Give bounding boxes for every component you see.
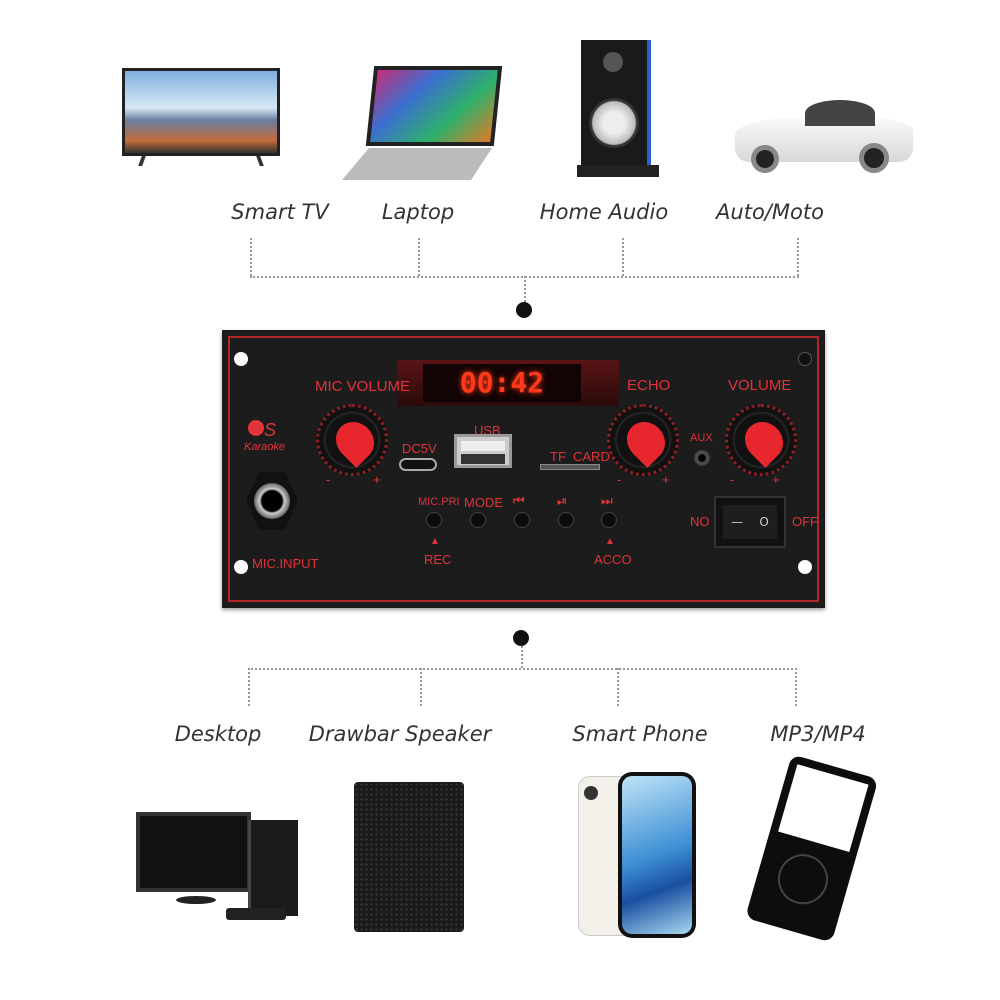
smartphone-icon xyxy=(578,772,696,938)
label-home-audio: Home Audio xyxy=(539,200,669,224)
mic-volume-label: MIC VOLUME xyxy=(315,378,411,395)
volume-label: VOLUME xyxy=(728,377,792,394)
label-smart-tv: Smart TV xyxy=(231,200,329,224)
display-time: 00:42 xyxy=(423,364,581,402)
switch-off-mark: O xyxy=(759,515,769,529)
connector-dot-bottom xyxy=(513,630,529,646)
label-mp3-mp4: MP3/MP4 xyxy=(770,722,866,746)
dc5v-label: DC5V xyxy=(402,441,437,456)
mic-pri-button[interactable] xyxy=(426,512,442,528)
next-button[interactable] xyxy=(601,512,617,528)
volume-knob[interactable] xyxy=(725,404,797,476)
connector-dot-top xyxy=(516,302,532,318)
mic-input-label: MIC.INPUT xyxy=(252,556,319,571)
play-pause-icon: ⏯ xyxy=(557,493,568,508)
drawbar-speaker-icon xyxy=(354,782,464,932)
echo-knob[interactable] xyxy=(607,404,679,476)
card-label: CARD xyxy=(573,449,610,464)
label-smart-phone: Smart Phone xyxy=(572,722,708,746)
label-desktop: Desktop xyxy=(174,722,262,746)
karaoke-module-panel: 00:42 MIC VOLUME ECHO VOLUME - + - + - +… xyxy=(222,330,825,608)
label-drawbar-speaker: Drawbar Speaker xyxy=(308,722,492,746)
on-label: NO xyxy=(690,514,710,529)
laptop-icon xyxy=(342,66,503,181)
mic-plus: + xyxy=(373,472,381,487)
mode-button[interactable] xyxy=(470,512,486,528)
power-switch[interactable]: —O xyxy=(714,496,786,548)
volume-minus: - xyxy=(730,472,735,487)
rec-arrow-icon: ▲ xyxy=(430,536,440,547)
karaoke-logo-text: Karaoke xyxy=(244,441,285,453)
usb-c-port[interactable] xyxy=(399,458,437,471)
prev-icon: ⏮ xyxy=(513,493,525,508)
mic-volume-knob[interactable] xyxy=(316,404,388,476)
mic-pri-label: MIC.PRI xyxy=(418,496,460,508)
aux-jack[interactable] xyxy=(694,450,710,466)
acco-label: ACCO xyxy=(594,552,632,567)
off-label: OFF xyxy=(792,514,818,529)
aux-label: AUX xyxy=(690,432,713,444)
label-auto-moto: Auto/Moto xyxy=(716,200,824,224)
desktop-icon xyxy=(136,812,302,920)
mic-minus: - xyxy=(326,472,331,487)
label-laptop: Laptop xyxy=(381,200,455,224)
next-icon: ⏭ xyxy=(601,493,613,508)
volume-plus: + xyxy=(772,472,780,487)
tf-card-slot[interactable] xyxy=(540,464,600,470)
mp3-player-icon xyxy=(743,754,911,959)
usb-port[interactable] xyxy=(454,434,512,468)
acco-arrow-icon: ▲ xyxy=(605,536,615,547)
prev-button[interactable] xyxy=(514,512,530,528)
logo-s: S xyxy=(264,420,277,440)
car-icon xyxy=(735,95,915,177)
switch-on-mark: — xyxy=(731,515,744,529)
echo-minus: - xyxy=(617,472,622,487)
led-display: 00:42 xyxy=(397,360,619,406)
mode-label: MODE xyxy=(464,495,503,510)
echo-plus: + xyxy=(662,472,670,487)
rec-label: REC xyxy=(424,552,452,567)
tf-label: TF xyxy=(550,449,566,464)
echo-label: ECHO xyxy=(627,377,671,394)
tv-icon xyxy=(122,68,280,168)
play-pause-button[interactable] xyxy=(558,512,574,528)
speaker-icon xyxy=(577,40,659,180)
microphone-logo-icon xyxy=(248,420,264,436)
